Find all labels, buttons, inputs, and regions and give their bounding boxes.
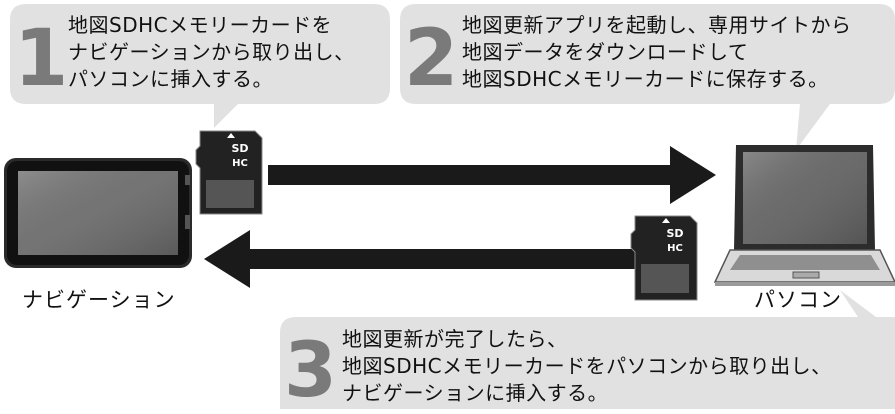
pc-label: パソコン [754, 288, 842, 312]
step2-line: 地図SDHCメモリーカードに保存する。 [462, 67, 829, 91]
step3-text: 地図更新が完了したら、 地図SDHCメモリーカードをパソコンから取り出し、 ナビ… [342, 326, 832, 407]
step3-line: 地図SDHCメモリーカードをパソコンから取り出し、 [342, 354, 832, 378]
step1-text: 地図SDHCメモリーカードを ナビゲーションから取り出し、 パソコンに挿入する。 [68, 12, 355, 93]
step2-bubble [400, 4, 895, 150]
sd-logo-top: SD [666, 227, 683, 240]
sd-logo-bottom: HC [667, 243, 683, 254]
step1-line: パソコンに挿入する。 [68, 67, 273, 91]
laptop-icon [713, 145, 895, 286]
sd-logo-top: SD [231, 142, 248, 155]
step2-line: 地図データをダウンロードして [462, 40, 749, 64]
step2-number: 2 [404, 14, 459, 104]
step3-line: 地図更新が完了したら、 [342, 327, 568, 351]
sd-card-right: SD HC [630, 215, 698, 301]
navigation-label: ナビゲーション [22, 288, 176, 312]
step1-number: 1 [14, 14, 69, 104]
step2-text: 地図更新アプリを起動し、専用サイトから 地図データをダウンロードして 地図SDH… [462, 12, 852, 93]
arrow-to-navigation [204, 230, 640, 288]
step3-line: ナビゲーションに挿入する。 [342, 381, 609, 405]
step1-line: 地図SDHCメモリーカードを [68, 13, 333, 37]
navigation-device [4, 158, 192, 268]
step1-bubble [10, 4, 390, 128]
sd-logo-bottom: HC [232, 158, 248, 169]
arrow-to-pc [268, 146, 716, 204]
step1-line: ナビゲーションから取り出し、 [68, 40, 355, 64]
step2-line: 地図更新アプリを起動し、専用サイトから [462, 13, 852, 37]
step3-number: 3 [284, 325, 337, 414]
step3-bubble [280, 290, 895, 409]
sd-card-left: SD HC [195, 130, 263, 215]
